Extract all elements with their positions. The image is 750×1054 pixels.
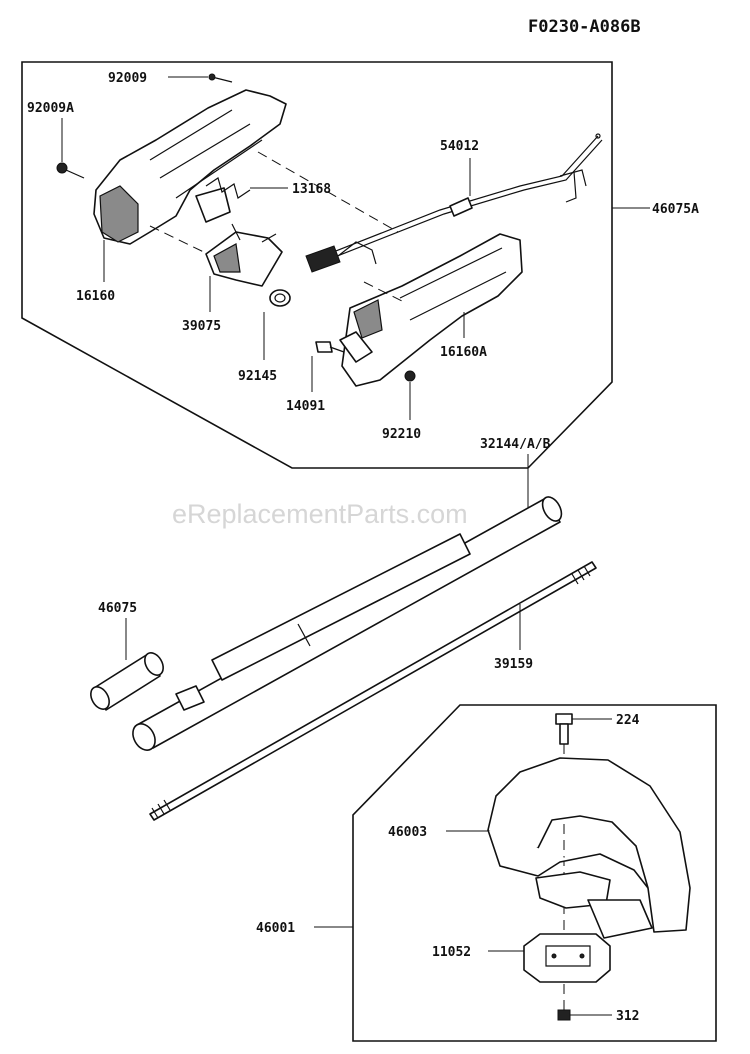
- lower-assembly-frame: [352, 704, 717, 1042]
- part-16160A-handle-half: [339, 233, 523, 387]
- label-224[interactable]: 224: [616, 713, 640, 728]
- label-46075[interactable]: 46075: [98, 601, 137, 616]
- part-92009A-screw: [56, 162, 85, 179]
- upper-assembly-label[interactable]: 46075A: [652, 202, 699, 217]
- label-92009[interactable]: 92009: [108, 71, 147, 86]
- part-16160-handle-half: [93, 89, 399, 257]
- label-92009A[interactable]: 92009A: [27, 101, 74, 116]
- part-46075-grip-sleeve: [90, 652, 164, 711]
- part-39075-throttle-trigger: [205, 223, 283, 287]
- label-16160A[interactable]: 16160A: [440, 345, 487, 360]
- part-11052-clamp: [523, 933, 611, 983]
- label-92145[interactable]: 92145: [238, 369, 277, 384]
- label-39159[interactable]: 39159: [494, 657, 533, 672]
- label-13168[interactable]: 13168: [292, 182, 331, 197]
- label-312[interactable]: 312: [616, 1009, 639, 1024]
- label-14091[interactable]: 14091: [286, 399, 325, 414]
- label-54012[interactable]: 54012: [440, 139, 479, 154]
- part-13168-spring: [205, 177, 251, 199]
- label-39075[interactable]: 39075: [182, 319, 221, 334]
- label-46003[interactable]: 46003: [388, 825, 427, 840]
- diagram-code: F0230-A086B: [528, 17, 641, 37]
- label-11052[interactable]: 11052: [432, 945, 471, 960]
- label-32144[interactable]: 32144/A/B: [480, 437, 551, 452]
- label-16160[interactable]: 16160: [76, 289, 115, 304]
- watermark: eReplacementParts.com: [172, 499, 468, 529]
- part-92210-nut: [404, 370, 416, 382]
- part-92145-collar: [269, 289, 291, 307]
- part-32144-shaft-pipe: [132, 496, 563, 751]
- part-14091-switch: [315, 341, 345, 353]
- label-92210[interactable]: 92210: [382, 427, 421, 442]
- part-54012-throttle-cable: [305, 133, 603, 273]
- lower-assembly-label[interactable]: 46001: [256, 921, 295, 936]
- part-312-nut: [557, 1009, 571, 1021]
- part-39159-drive-shaft: [149, 561, 597, 821]
- part-92009-screw: [208, 73, 233, 83]
- part-46003-handle-bar: [487, 757, 691, 939]
